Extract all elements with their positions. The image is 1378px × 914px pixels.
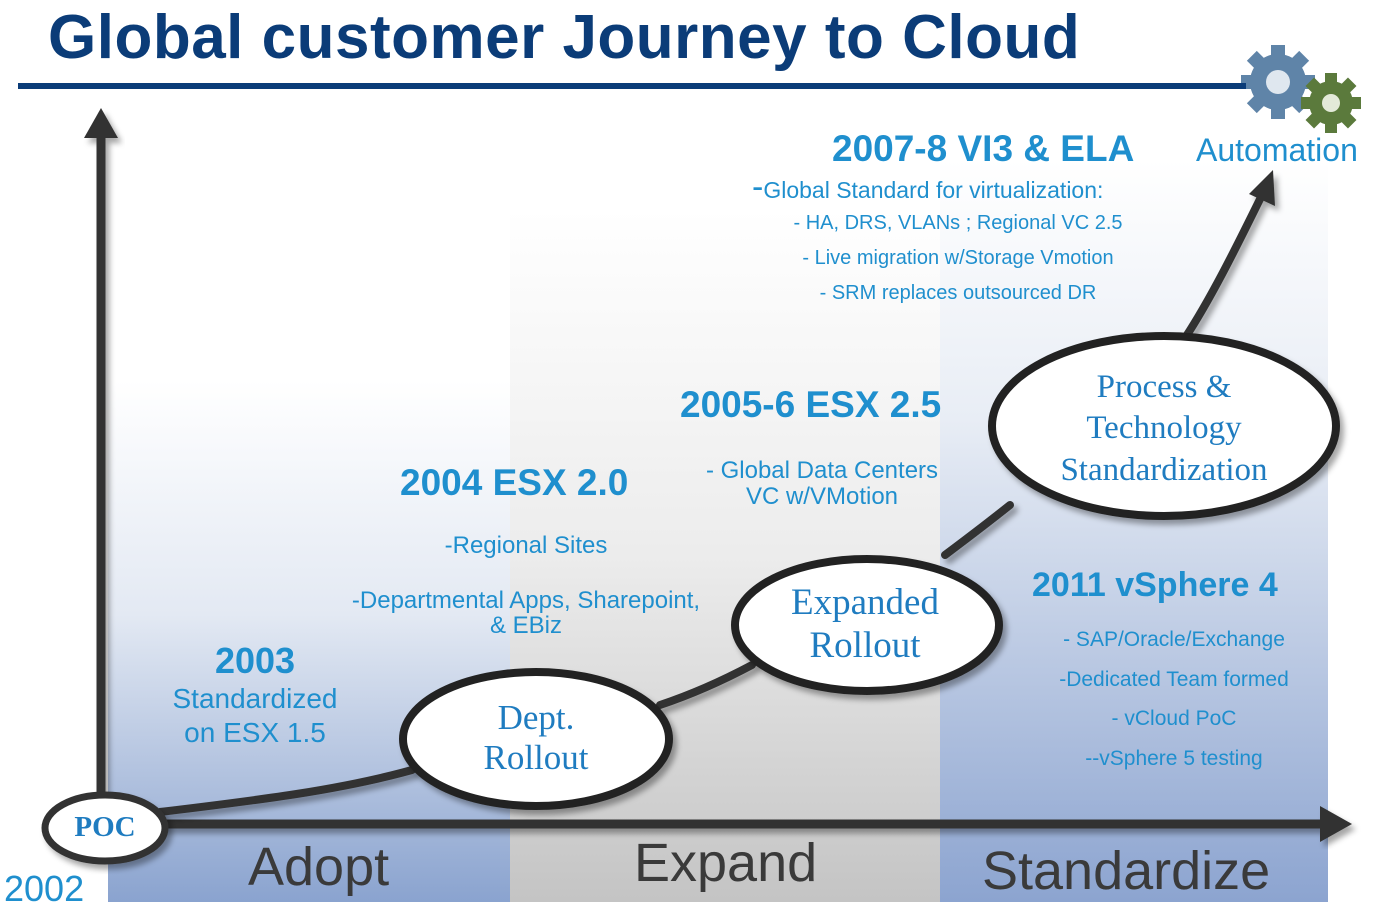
expanded-rollout-line1: Expanded xyxy=(791,582,939,623)
milestone-2007-line1-row: -Global Standard for virtualization: xyxy=(752,168,1103,207)
poc-ellipse xyxy=(41,791,169,865)
milestone-2004-heading: 2004 ESX 2.0 xyxy=(400,462,629,503)
milestone-2011-line2: -Dedicated Team formed xyxy=(1059,668,1289,691)
adopt-band xyxy=(108,380,510,902)
milestone-2011-line3: - vCloud PoC xyxy=(1111,707,1237,730)
dept-rollout-line2: Rollout xyxy=(483,738,589,778)
page-title: Global customer Journey to Cloud xyxy=(48,3,1081,72)
process-standardization-ellipse xyxy=(988,332,1340,520)
automation-label: Automation xyxy=(1196,132,1358,168)
milestone-2007-line4: - SRM replaces outsourced DR xyxy=(819,282,1097,304)
title-underline xyxy=(18,83,1246,89)
milestone-2005-line1: - Global Data Centers xyxy=(705,457,939,484)
dept-rollout-label: Dept. Rollout xyxy=(416,698,656,779)
milestone-2007-line2: - HA, DRS, VLANs ; Regional VC 2.5 xyxy=(793,212,1123,234)
phase-adopt-label: Adopt xyxy=(248,837,390,897)
gears-icon xyxy=(1241,45,1361,133)
milestone-2003-line2: on ESX 1.5 xyxy=(184,716,326,748)
standardize-band xyxy=(940,160,1328,902)
milestone-2004-details: -Departmental Apps, Sharepoint, & EBiz xyxy=(326,587,726,640)
growth-curve xyxy=(156,170,1275,816)
milestone-2011-line4: --vSphere 5 testing xyxy=(1085,747,1263,770)
poc-label: POC xyxy=(74,811,136,843)
milestone-2005-line2: VC w/VMotion xyxy=(745,483,899,511)
milestone-2005-heading: 2005-6 ESX 2.5 xyxy=(680,384,942,425)
phase-standardize-label: Standardize xyxy=(982,841,1271,901)
milestone-2007-line3: - Live migration w/Storage Vmotion xyxy=(802,247,1114,269)
start-year-label: 2002 xyxy=(4,868,85,909)
x-axis xyxy=(150,806,1352,842)
milestone-2003-line1: Standardized xyxy=(172,683,338,714)
expanded-rollout-ellipse xyxy=(731,555,1003,695)
process-line1: Process & xyxy=(1096,369,1232,405)
milestone-2003: 2003 Standardized on ESX 1.5 xyxy=(130,640,380,749)
dept-rollout-ellipse xyxy=(399,668,673,810)
process-standardization-label: Process & Technology Standardization xyxy=(1004,367,1324,491)
y-axis xyxy=(84,108,118,825)
expanded-rollout-label: Expanded Rollout xyxy=(745,582,985,667)
milestone-2003-heading: 2003 xyxy=(214,640,296,681)
milestone-2007-dash: - xyxy=(752,168,764,206)
milestone-2004-line1: -Regional Sites xyxy=(444,532,608,559)
milestone-2005-details: - Global Data Centers VC w/VMotion xyxy=(672,457,972,511)
expanded-rollout-line2: Rollout xyxy=(809,624,921,666)
milestone-2004-line2: -Departmental Apps, Sharepoint, xyxy=(351,587,701,614)
milestone-2011-line1: - SAP/Oracle/Exchange xyxy=(1063,628,1285,651)
process-line2: Technology xyxy=(1086,410,1242,447)
milestone-2004-line3: & EBiz xyxy=(489,612,563,640)
milestone-2011-heading: 2011 vSphere 4 xyxy=(1032,566,1278,604)
milestone-2007-heading: 2007-8 VI3 & ELA xyxy=(832,128,1135,169)
milestone-2007-line1: Global Standard for virtualization: xyxy=(763,177,1104,203)
dept-rollout-line1: Dept. xyxy=(497,698,575,737)
process-line3: Standardization xyxy=(1060,451,1268,488)
phase-expand-label: Expand xyxy=(634,833,818,893)
